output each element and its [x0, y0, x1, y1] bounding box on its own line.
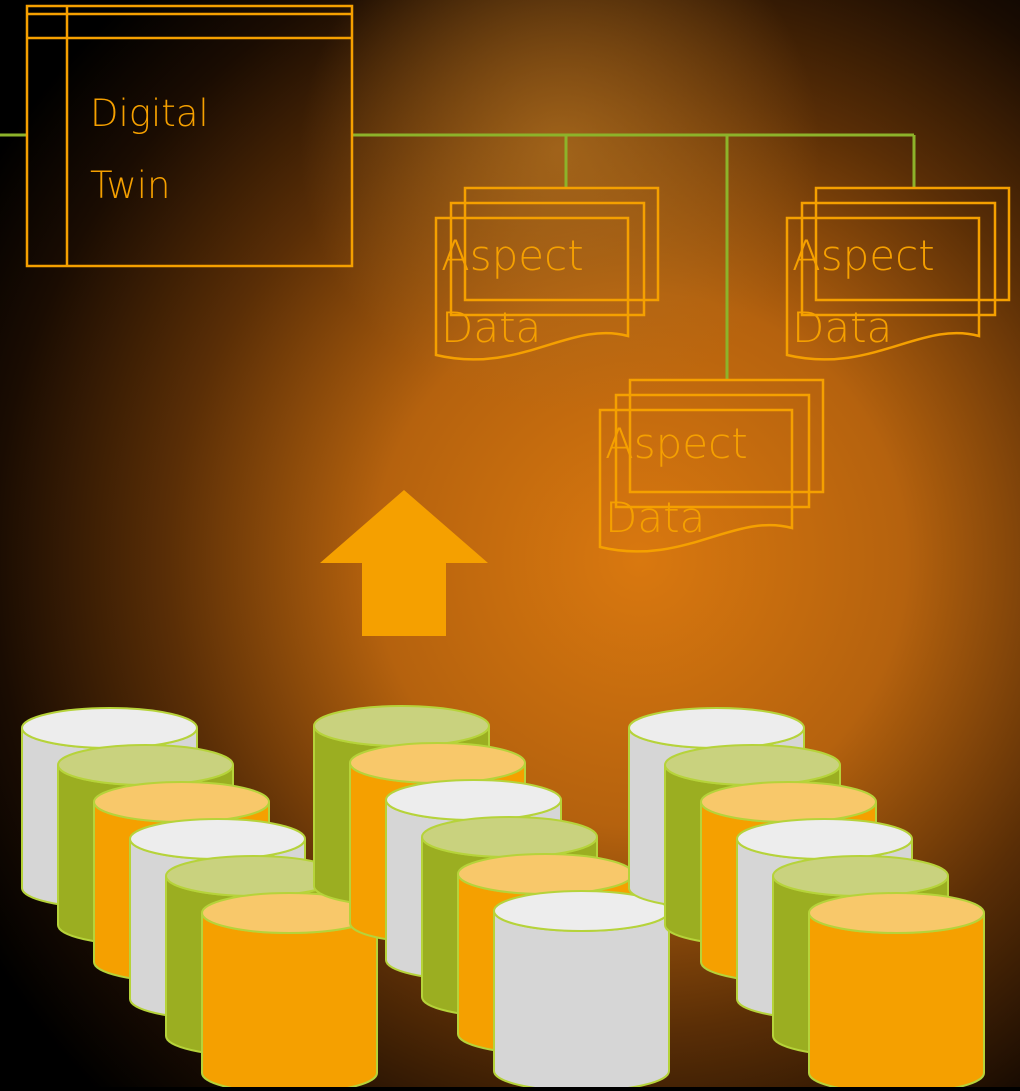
database-icon	[493, 890, 670, 1091]
twin-label-line1: Digital	[90, 92, 209, 135]
database-cylinders	[21, 705, 985, 1091]
database-cylinder-top	[57, 744, 234, 786]
database-cylinder-top	[93, 781, 270, 823]
database-cylinder-top	[385, 779, 562, 821]
database-cylinder-top	[349, 742, 526, 784]
database-cylinder-top	[808, 892, 985, 934]
database-cylinder-top	[700, 781, 877, 823]
doc-middle	[614, 393, 811, 509]
doc-middle	[800, 201, 997, 317]
database-cylinder-top	[21, 707, 198, 749]
doc-middle	[449, 201, 646, 317]
database-icon	[808, 892, 985, 1091]
doc-back	[463, 186, 660, 302]
aspect-data-stack-2	[785, 186, 1011, 361]
database-cylinder-body	[201, 912, 378, 1091]
database-cylinder-top	[313, 705, 490, 747]
database-cylinder-body	[808, 912, 985, 1091]
doc-front	[785, 216, 981, 361]
digital-twin-box	[25, 4, 354, 268]
aspect-3-line1: Aspect	[605, 419, 748, 468]
aspect-data-stack-3	[598, 378, 825, 553]
doc-back	[814, 186, 1011, 302]
database-cylinder-top	[129, 818, 306, 860]
database-cylinder-top	[628, 707, 805, 749]
doc-front	[598, 408, 794, 553]
aspect-2-line1: Aspect	[792, 231, 935, 280]
twin-label-line2: Twin	[90, 164, 170, 207]
database-cylinder-body	[493, 910, 670, 1091]
twin-frame	[25, 4, 354, 268]
aspect-2-line2: Data	[792, 303, 892, 352]
connector-lines	[0, 133, 916, 380]
up-arrow-icon	[320, 490, 488, 636]
database-cylinder-top	[664, 744, 841, 786]
database-cylinder-top	[457, 853, 634, 895]
doc-front	[434, 216, 630, 361]
aspect-3-line2: Data	[605, 493, 705, 542]
database-cylinder-top	[736, 818, 913, 860]
aspect-1-line2: Data	[441, 303, 541, 352]
doc-back	[628, 378, 825, 494]
aspect-data-stack-1	[434, 186, 660, 361]
database-cylinder-top	[772, 855, 949, 897]
database-cylinder-top	[421, 816, 598, 858]
aspect-1-line1: Aspect	[441, 231, 584, 280]
